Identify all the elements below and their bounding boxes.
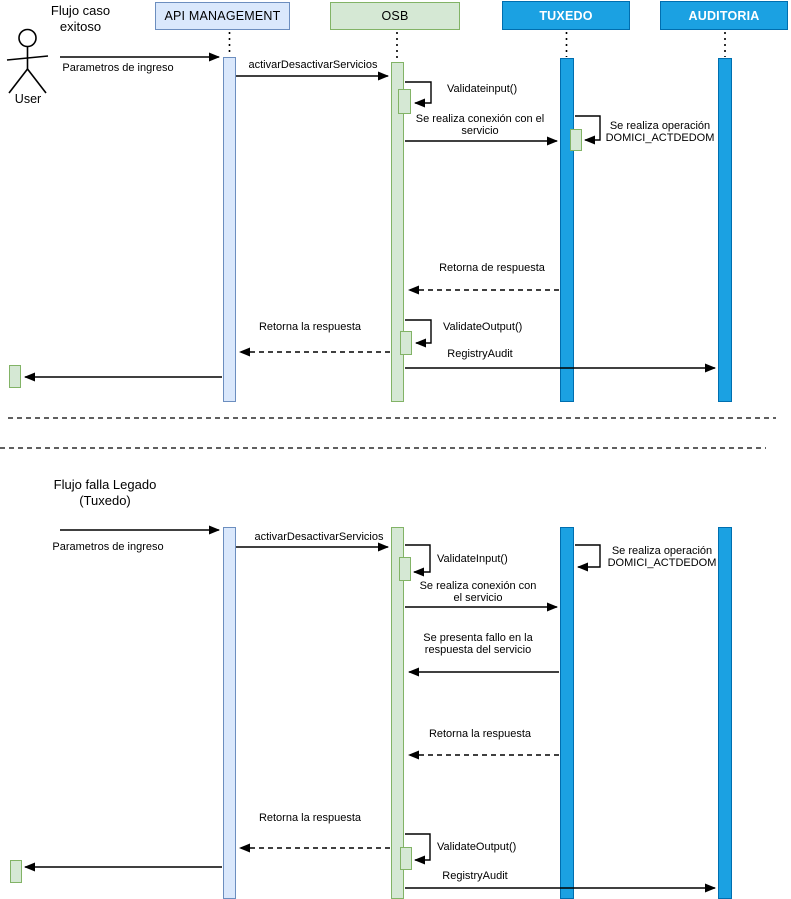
- lifeline-dotted-stubs: [228, 32, 726, 61]
- user-actor-label: User: [14, 92, 42, 106]
- label-flow2-registry-audit: RegistryAudit: [442, 870, 508, 882]
- label-flow1-connect: Se realiza conexión con el servicio: [415, 113, 545, 137]
- lifeline-header-api: API MANAGEMENT: [155, 2, 290, 30]
- label-flow2-failure: Se presenta fallo en la respuesta del se…: [423, 632, 533, 656]
- user-actor-icon: [6, 28, 49, 94]
- activation-bar-api-flow1: [223, 57, 236, 402]
- label-flow2-validateinput: ValidateInput(): [437, 553, 508, 565]
- lifeline-header-auditoria-label: AUDITORIA: [688, 8, 760, 23]
- lifeline-header-osb: OSB: [330, 2, 460, 30]
- arrow-flow2-validateoutput-selfcall: [405, 833, 431, 865]
- lifeline-header-tuxedo-label: TUXEDO: [539, 8, 593, 23]
- flow2-title: Flujo falla Legado (Tuxedo): [53, 477, 157, 508]
- lifeline-header-tuxedo: TUXEDO: [502, 1, 630, 30]
- label-flow1-validateinput: Validateinput(): [447, 83, 518, 95]
- nested-activation-osb-validateinput-flow1: [398, 89, 411, 114]
- label-flow1-registry-audit: RegistryAudit: [447, 348, 513, 360]
- arrow-flow2-operation-selfcall: [575, 544, 601, 572]
- user-return-box-flow1: [9, 365, 21, 388]
- activation-bar-osb-flow1: [391, 62, 404, 402]
- arrow-flow1-validateinput-selfcall: [405, 81, 432, 108]
- arrow-flow2-validateinput-selfcall: [405, 544, 431, 577]
- label-flow2-connect: Se realiza conexión con el servicio: [419, 580, 537, 604]
- label-flow1-return-final: Retorna la respuesta: [258, 321, 362, 333]
- nested-activation-osb-validateoutput-flow1: [400, 331, 412, 355]
- arrow-flow1-validateoutput-selfcall: [405, 319, 432, 348]
- nested-activation-tuxedo-operation-flow1: [570, 129, 582, 151]
- label-flow2-return-response: Retorna la respuesta: [428, 728, 532, 740]
- label-flow2-params: Parametros de ingreso: [52, 541, 164, 553]
- label-flow2-activate: activarDesactivarServicios: [254, 531, 384, 543]
- label-flow2-operation: Se realiza operación DOMICI_ACTDEDOM: [607, 545, 717, 569]
- nested-activation-osb-validateinput-flow2: [399, 557, 411, 581]
- label-flow1-operation: Se realiza operación DOMICI_ACTDEDOM: [605, 120, 715, 144]
- nested-activation-osb-validateoutput-flow2: [400, 847, 412, 870]
- flow1-title: Flujo caso exitoso: [50, 3, 111, 34]
- lifeline-header-osb-label: OSB: [381, 9, 409, 23]
- arrow-flow1-operation-selfcall: [575, 115, 601, 145]
- label-flow1-params: Parametros de ingreso: [62, 62, 174, 74]
- label-flow2-validateoutput: ValidateOutput(): [437, 841, 517, 853]
- lifeline-header-auditoria: AUDITORIA: [660, 1, 788, 30]
- user-return-box-flow2: [10, 860, 22, 883]
- label-flow1-validateoutput: ValidateOutput(): [443, 321, 523, 333]
- label-flow1-activate: activarDesactivarServicios: [248, 59, 378, 71]
- lifeline-header-api-label: API MANAGEMENT: [164, 9, 281, 23]
- activation-bar-auditoria-flow1: [718, 58, 732, 402]
- label-flow2-return-final: Retorna la respuesta: [258, 812, 362, 824]
- label-flow1-return-response: Retorna de respuesta: [439, 262, 545, 274]
